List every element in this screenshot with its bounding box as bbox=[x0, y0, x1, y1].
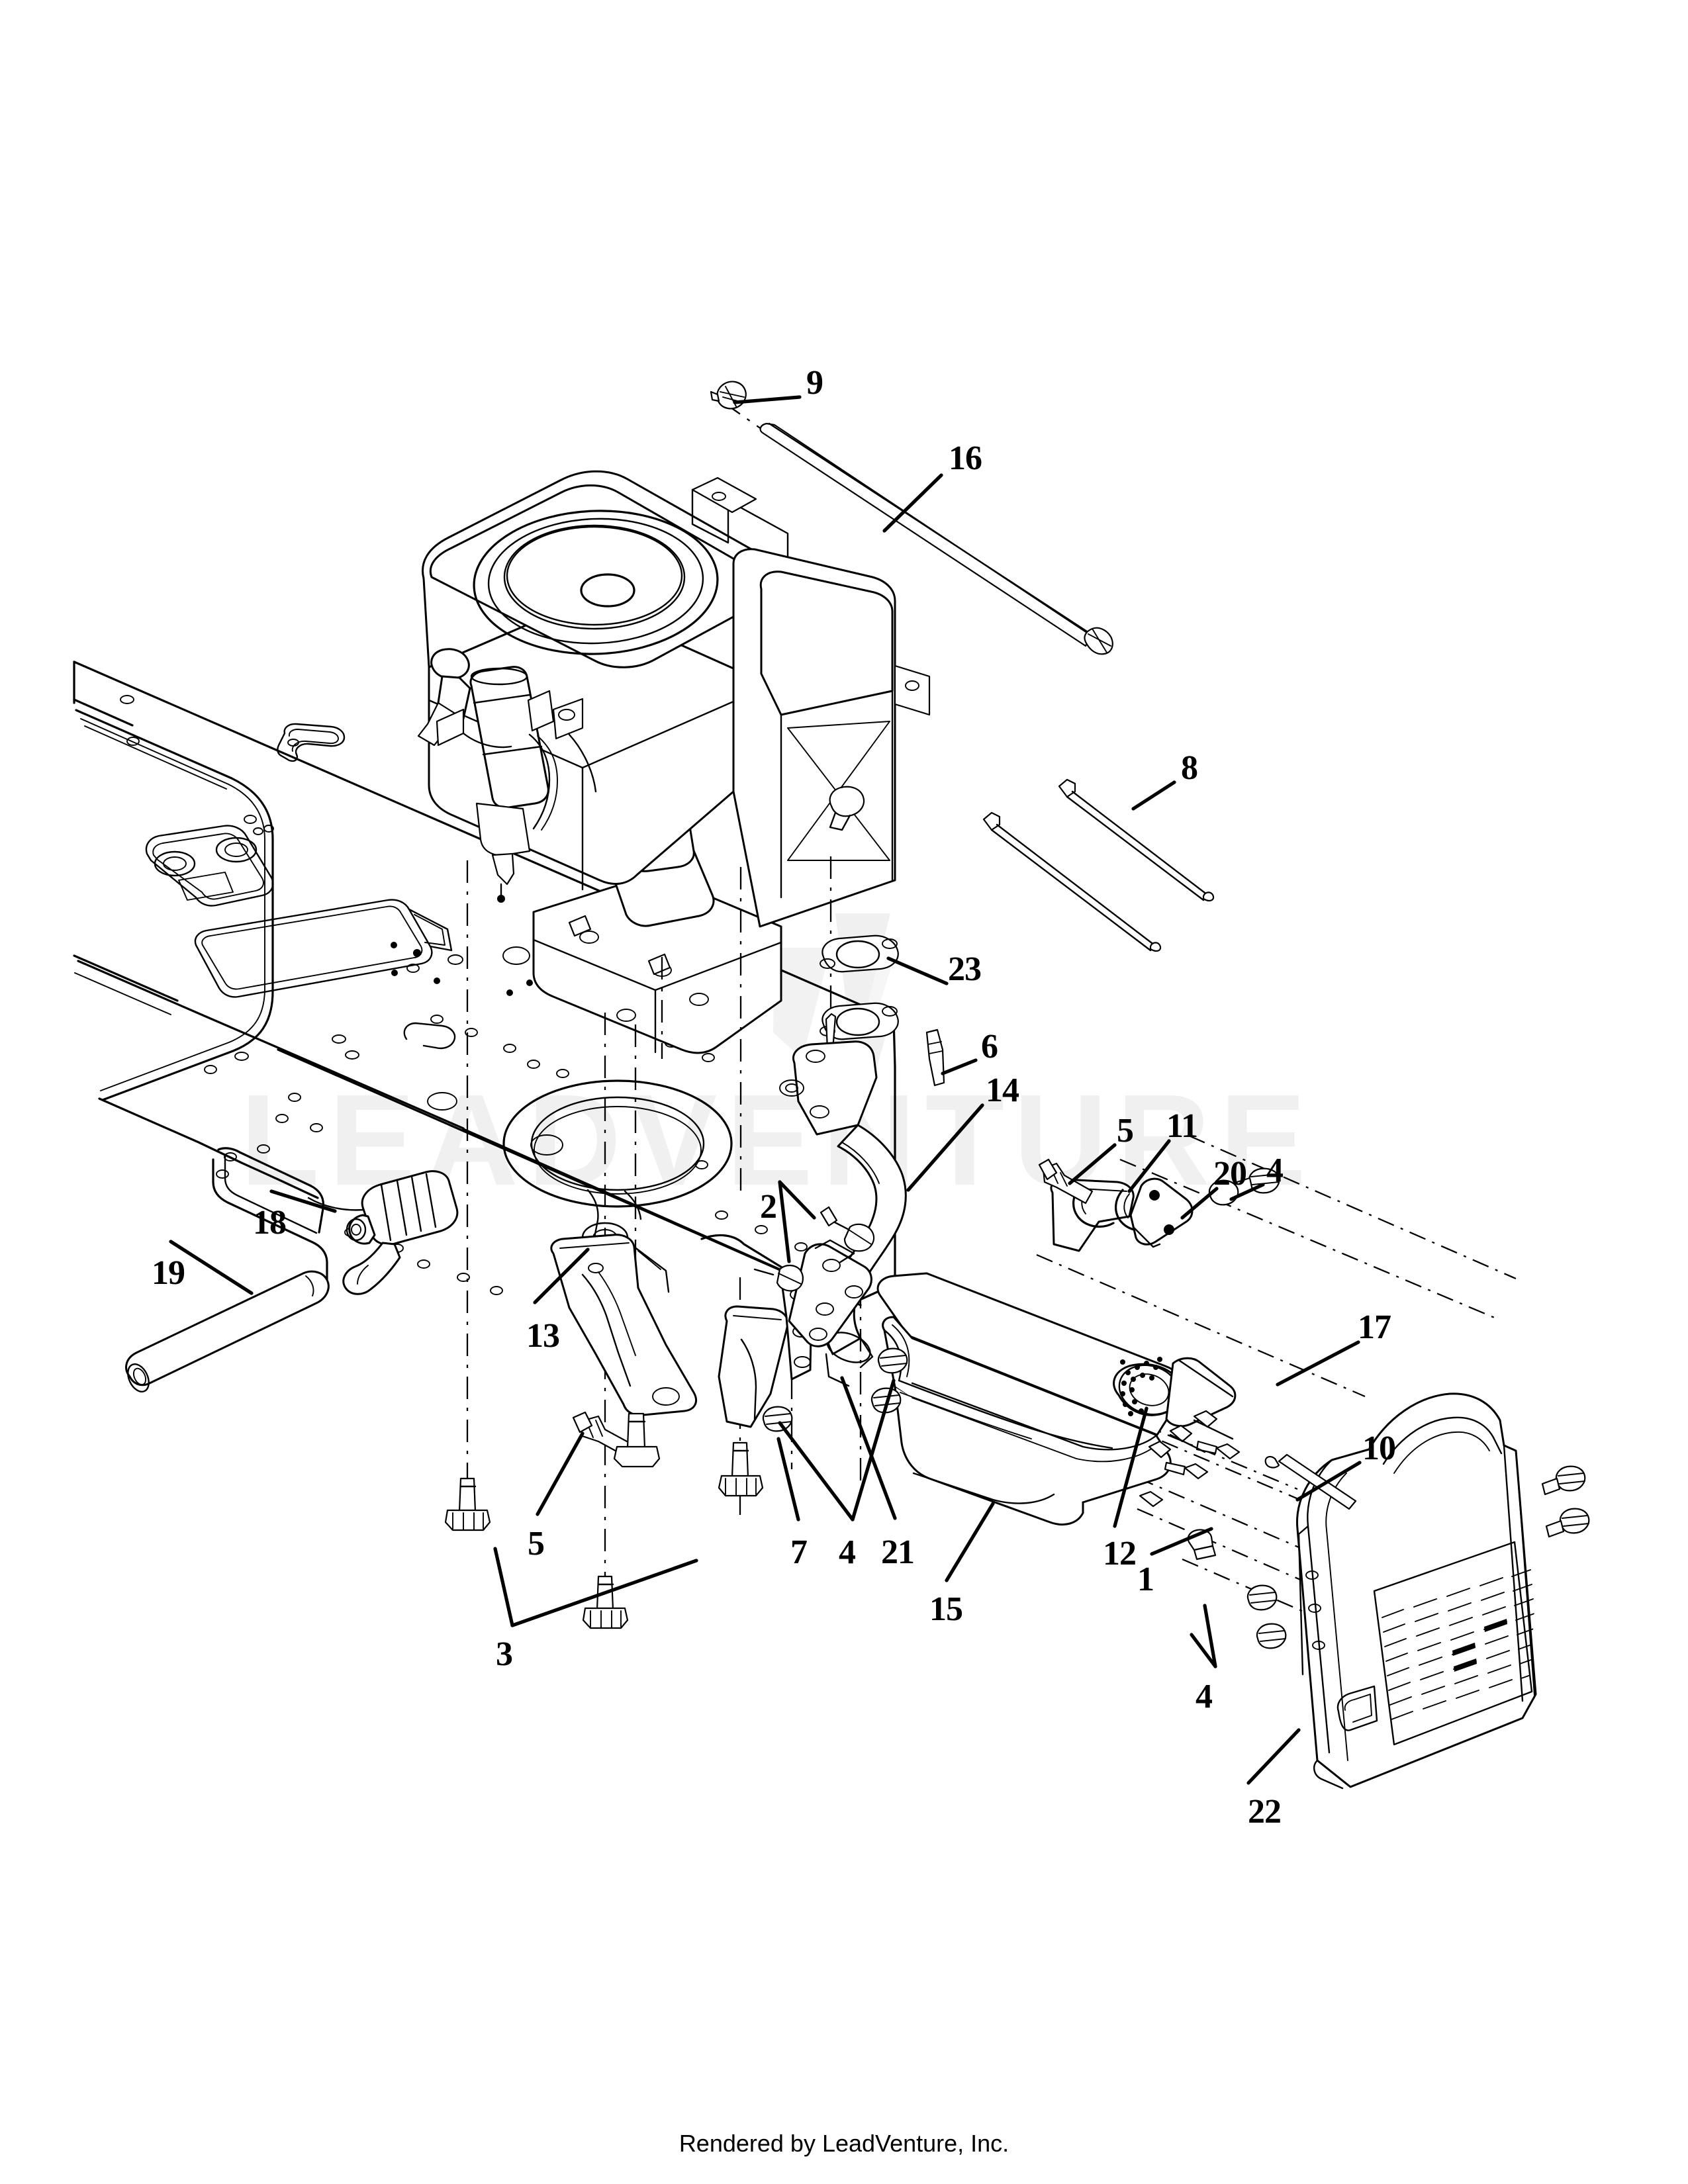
leader-lines bbox=[169, 395, 1362, 1785]
callout-9[interactable]: 9 bbox=[806, 364, 823, 402]
callout-4a[interactable]: 4 bbox=[1266, 1152, 1284, 1189]
callout-21[interactable]: 21 bbox=[881, 1533, 915, 1571]
callout-5a[interactable]: 5 bbox=[1117, 1112, 1134, 1150]
muffler-15 bbox=[876, 1272, 1237, 1525]
callout-8[interactable]: 8 bbox=[1181, 749, 1198, 787]
callout-7[interactable]: 7 bbox=[790, 1533, 808, 1571]
callout-20[interactable]: 20 bbox=[1213, 1155, 1247, 1193]
guard-rod-10 bbox=[1264, 1453, 1357, 1510]
screw-2b bbox=[753, 1264, 804, 1292]
flange-clamp-hardware-12 bbox=[1148, 1410, 1234, 1459]
callout-4c[interactable]: 4 bbox=[1196, 1678, 1213, 1715]
exhaust-stud-6 bbox=[925, 1028, 945, 1087]
exhaust-gasket-23 bbox=[820, 934, 899, 1051]
hex-nut bbox=[1545, 1508, 1590, 1538]
callout-14[interactable]: 14 bbox=[986, 1071, 1019, 1109]
throttle-rod-assembly bbox=[710, 381, 1113, 655]
engine-support-bracket-13 bbox=[550, 1234, 697, 1416]
callout-6[interactable]: 6 bbox=[981, 1028, 998, 1066]
muffler-strap-bracket-11 bbox=[1038, 1158, 1280, 1252]
callout-19[interactable]: 19 bbox=[152, 1254, 185, 1292]
hex-nut bbox=[1256, 1623, 1287, 1649]
callout-10[interactable]: 10 bbox=[1362, 1430, 1396, 1467]
bolt-mid bbox=[613, 1412, 661, 1468]
callout-13[interactable]: 13 bbox=[526, 1317, 560, 1355]
oil-fill-tube bbox=[417, 648, 471, 747]
bolt-small bbox=[1139, 1490, 1164, 1508]
callout-3[interactable]: 3 bbox=[496, 1635, 513, 1673]
frame-mounting-slots bbox=[145, 723, 456, 1050]
heat-shield-bracket-21 bbox=[718, 1239, 872, 1428]
shoulder-bolt-3a bbox=[444, 1477, 491, 1531]
callout-12[interactable]: 12 bbox=[1103, 1535, 1137, 1572]
fuel-shutoff-valve-18 bbox=[307, 1170, 459, 1295]
muffler-guard-22 bbox=[1296, 1392, 1540, 1790]
wing-knob-9 bbox=[710, 381, 747, 410]
guard-louvers bbox=[1382, 1569, 1540, 1720]
callout-23[interactable]: 23 bbox=[948, 950, 982, 988]
engine-assembly bbox=[417, 470, 931, 1054]
hex-nut bbox=[1541, 1465, 1586, 1496]
footer-attribution: Rendered by LeadVenture, Inc. bbox=[679, 2130, 1009, 2157]
cable-ties-8 bbox=[982, 778, 1215, 952]
bolt-small bbox=[1164, 1461, 1209, 1480]
shoulder-bolt-3b bbox=[582, 1575, 629, 1629]
callout-18[interactable]: 18 bbox=[253, 1204, 287, 1242]
callout-11[interactable]: 11 bbox=[1166, 1107, 1198, 1145]
callout-16[interactable]: 16 bbox=[949, 439, 982, 477]
carriage-bolt-7 bbox=[718, 1441, 764, 1497]
hex-flange-nut-4c bbox=[877, 1347, 908, 1374]
perforation-dots bbox=[1120, 1357, 1162, 1416]
callout-22[interactable]: 22 bbox=[1248, 1793, 1282, 1831]
screw-2a bbox=[820, 1206, 875, 1252]
callout-5b[interactable]: 5 bbox=[528, 1525, 545, 1563]
hex-nut bbox=[1246, 1584, 1278, 1611]
callout-4b[interactable]: 4 bbox=[839, 1533, 856, 1571]
callout-1[interactable]: 1 bbox=[1137, 1561, 1154, 1598]
callout-15[interactable]: 15 bbox=[929, 1590, 963, 1628]
frame-holes bbox=[120, 695, 808, 1295]
bolt-small bbox=[1196, 1440, 1241, 1460]
fuel-hose-19 bbox=[125, 1270, 330, 1392]
callout-2[interactable]: 2 bbox=[760, 1188, 777, 1226]
throttle-rod-16 bbox=[759, 422, 1113, 655]
callout-17[interactable]: 17 bbox=[1358, 1308, 1391, 1346]
solenoid-bracket bbox=[436, 690, 584, 747]
hex-flange-nut-4a bbox=[762, 1406, 793, 1432]
